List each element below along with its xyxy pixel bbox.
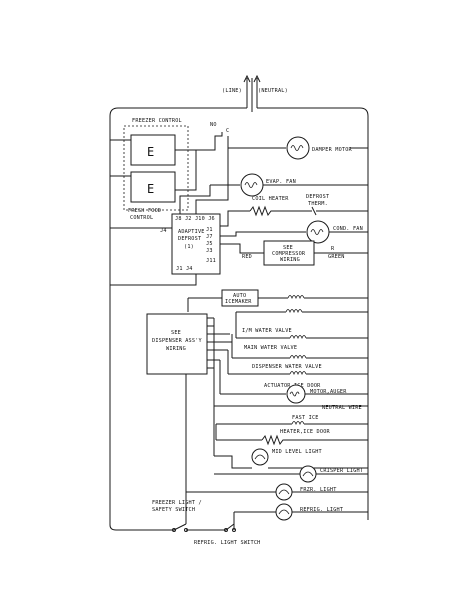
frzr-light: FRZR. LIGHT	[186, 483, 368, 501]
power-supply: (LINE) (NEUTRAL)	[109, 74, 369, 531]
frzr-light-label: FRZR. LIGHT	[300, 487, 337, 493]
controls-enclosure	[123, 125, 189, 211]
icemaker-label-1: AUTO	[233, 293, 246, 299]
cond-fan-label: COND. FAN	[333, 226, 363, 232]
line-label: (LINE)	[222, 88, 242, 94]
power-cord	[246, 78, 258, 112]
defrost-pin-j7: J7	[206, 234, 213, 240]
heater-ice-door-label: HEATER,ICE DOOR	[280, 429, 331, 435]
dispenser-label-3: WIRING	[166, 346, 186, 352]
crisper-light: CRISPER LIGHT	[214, 465, 368, 483]
freezer-switch-symbol	[160, 523, 200, 531]
adaptive-defrost-board: J8 J2 J10 J6 J4 ADAPTIVE DEFROST (1) J1 …	[110, 148, 229, 286]
evap-fan: EVAP. FAN	[210, 173, 368, 197]
motor-auger: MOTOR,AUGER	[220, 384, 368, 404]
fresh-food-control-box	[130, 171, 176, 203]
compressor-r: R	[331, 246, 335, 252]
crisper-light-bulb	[299, 465, 317, 483]
defrost-board-box	[171, 213, 221, 275]
coil-heater: COIL HEATER DEFROST THERM.	[220, 194, 368, 227]
icemaker-coil	[287, 295, 305, 300]
freezer-control-symbol: E	[147, 145, 154, 159]
no-contact: NO	[210, 122, 217, 128]
refrig-light-switch: REFRIG. LIGHT SWITCH	[194, 523, 260, 546]
refrig-switch-symbol	[200, 523, 235, 531]
coil-heater-symbol	[249, 205, 300, 217]
evap-fan-label: EVAP. FAN	[266, 179, 296, 185]
defrost-label-2: DEFROST	[178, 236, 201, 242]
mid-level-light: MID LEVEL LIGHT	[214, 448, 368, 469]
defrost-pin-j1: J1	[206, 227, 213, 233]
auto-icemaker: AUTO ICEMAKER	[187, 289, 368, 312]
icemaker-label-2: ICEMAKER	[225, 299, 252, 305]
freezer-control-group: FREEZER CONTROL E E FRESH FOOD CONTROL N…	[110, 118, 229, 221]
defrost-bottom-pins: J1 J4	[176, 266, 193, 272]
motor-auger-label: MOTOR,AUGER	[310, 389, 347, 395]
compressor-green: GREEN	[328, 254, 345, 260]
neutral-wire-label: NEUTRAL WIRE	[322, 405, 362, 411]
coil-heater-label: COIL HEATER	[252, 196, 289, 202]
freezer-light-label-2: SAFETY SWITCH	[152, 507, 195, 513]
distribution-bus	[185, 312, 237, 530]
fresh-food-label-2: CONTROL	[130, 215, 153, 221]
neutral-wire: NEUTRAL WIRE	[214, 405, 368, 411]
cond-fan-symbol	[306, 220, 330, 244]
freezer-control-label: FREEZER CONTROL	[132, 118, 182, 124]
freezer-light-switch: FREEZER LIGHT / SAFETY SWITCH	[152, 492, 202, 532]
fast-ice-label: FAST ICE	[292, 415, 319, 421]
plug-arrows	[243, 74, 261, 83]
compressor-label-3: WIRING	[280, 257, 300, 263]
main-water-valve-row: I/M WATER VALVE MAIN WATER VALVE	[236, 328, 368, 351]
defrost-label-1: ADAPTIVE	[178, 229, 205, 235]
mid-level-light-label: MID LEVEL LIGHT	[272, 449, 322, 455]
line-bus	[109, 107, 247, 531]
defrost-label-3: (1)	[184, 244, 194, 250]
defrost-therm-label-2: THERM.	[308, 201, 328, 207]
defrost-therm-label-1: DEFROST	[306, 194, 329, 200]
neutral-label: (NEUTRAL)	[258, 88, 288, 94]
evap-fan-symbol	[240, 173, 264, 197]
compressor-label-2: COMPRESSOR	[272, 251, 306, 257]
defrost-left-pin: J4	[160, 228, 167, 234]
cond-fan: COND. FAN	[220, 220, 368, 244]
crisper-light-label: CRISPER LIGHT	[320, 468, 363, 474]
mid-level-light-bulb	[251, 448, 269, 466]
im-water-valve	[236, 309, 368, 314]
main-water-valve-label: MAIN WATER VALVE	[244, 345, 297, 351]
defrost-pin-j3: J3	[206, 248, 213, 254]
compressor-red: RED	[242, 254, 252, 260]
dispenser-box	[146, 313, 208, 375]
dispenser-water-valve-label: DISPENSER WATER VALVE	[252, 364, 322, 370]
im-water-valve-label: I/M WATER VALVE	[242, 328, 292, 334]
defrost-top-pins: J8 J2 J10 J6	[175, 216, 215, 222]
damper-motor: DAMPER MOTOR	[227, 136, 368, 160]
heater-ice-door: HEATER,ICE DOOR	[216, 429, 368, 446]
defrost-pin-j11: J11	[206, 258, 216, 264]
compressor-label-1: SEE	[283, 245, 293, 251]
fresh-food-control-symbol: E	[147, 182, 154, 196]
control-wiring	[110, 139, 197, 191]
damper-motor-label: DAMPER MOTOR	[312, 147, 353, 153]
c-contact: C	[226, 128, 229, 134]
neutral-bus	[257, 107, 369, 520]
frzr-light-bulb	[275, 483, 293, 501]
fast-ice: FAST ICE	[216, 415, 368, 426]
defrost-pin-j5: J5	[206, 241, 213, 247]
refrig-light-switch-label: REFRIG. LIGHT SWITCH	[194, 540, 260, 546]
refrig-light-label: REFRIG. LIGHT	[300, 507, 343, 513]
dispenser-label-2: DISPENSER ASS'Y	[152, 338, 203, 344]
freezer-light-label-1: FREEZER LIGHT /	[152, 500, 202, 506]
compressor: SEE COMPRESSOR WIRING RED R GREEN	[220, 240, 368, 266]
dispenser-water-valve: DISPENSER WATER VALVE	[232, 355, 368, 370]
dispenser-assembly: SEE DISPENSER ASS'Y WIRING	[146, 313, 232, 375]
damper-motor-symbol	[286, 136, 310, 160]
refrig-light-bulb	[275, 503, 293, 521]
refrig-light: REFRIG. LIGHT	[234, 503, 368, 521]
heater-ice-door-symbol	[261, 434, 368, 446]
control-switch-leg	[196, 132, 223, 151]
fresh-food-label-1: FRESH FOOD	[128, 208, 161, 214]
dispenser-label-1: SEE	[171, 330, 181, 336]
